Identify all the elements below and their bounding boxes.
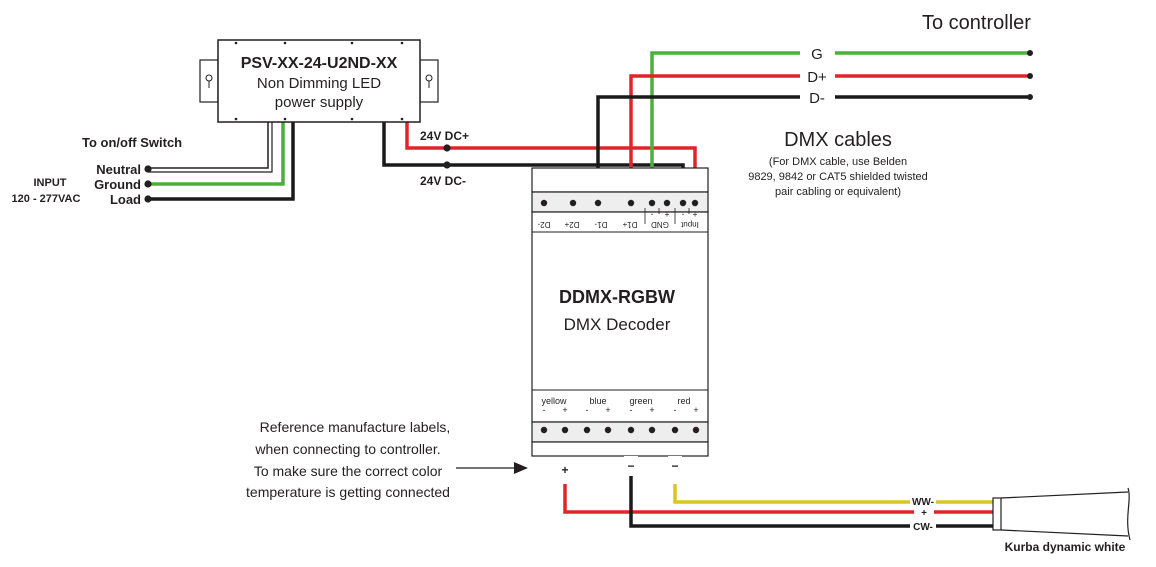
dmx-cables-title: DMX cables: [784, 129, 892, 151]
switch-label: To on/off Switch: [82, 135, 182, 150]
terminal-pin-input-minus: -: [681, 210, 684, 219]
ground-wire: [148, 122, 285, 186]
decoder-name: DMX Decoder: [564, 315, 671, 334]
power-supply-desc-line2: power supply: [275, 94, 364, 111]
dc-positive-label: 24V DC+: [420, 129, 469, 143]
channel-label-green: green: [629, 396, 652, 406]
ground-label: Ground: [94, 177, 141, 192]
svg-text:-: -: [586, 405, 589, 415]
fixture-ww-label: WW-: [912, 497, 934, 508]
controller-title: To controller: [922, 12, 1031, 34]
keyhole-icon: [205, 74, 213, 88]
load-label: Load: [110, 192, 141, 207]
terminal-label-d2-minus: D2-: [537, 220, 550, 229]
fixture: WW- + CW- Kurba dynamic white: [910, 487, 1131, 554]
neutral-label: Neutral: [96, 162, 141, 177]
terminal-pin-gnd-plus: +: [664, 210, 669, 219]
fixture-name: Kurba dynamic white: [1005, 540, 1126, 554]
terminal-pin-input-plus: +: [692, 210, 697, 219]
terminal-label-gnd: GND: [651, 220, 669, 229]
decoder-model: DDMX-RGBW: [559, 287, 675, 307]
power-supply-desc-line1: Non Dimming LED: [257, 75, 381, 92]
output-ww-wire: [673, 484, 993, 504]
output-plus-wire: [563, 484, 993, 514]
dmx-g-label: G: [811, 46, 823, 63]
dmx-decoder: D2- D2+ D1- D1+ GND Input - + - + DDMX-R…: [531, 167, 709, 457]
neutral-terminal: [144, 165, 152, 173]
terminal-label-d1-plus: D1+: [622, 220, 637, 229]
ground-terminal: [144, 180, 152, 188]
fixture-profile: [1000, 487, 1131, 541]
decoder-bottom-cap: [531, 441, 709, 457]
output-polarity-marks: + − −: [558, 456, 682, 480]
note-line3: To make sure the correct color: [254, 463, 443, 479]
dc-negative-label: 24V DC-: [420, 174, 466, 188]
fixture-plus-label: +: [921, 508, 927, 519]
power-supply: PSV-XX-24-U2ND-XX Non Dimming LED power …: [199, 39, 439, 123]
channel-polarity-marks: - + - + - + - +: [543, 405, 699, 415]
svg-text:-: -: [630, 405, 633, 415]
load-wire: [148, 122, 295, 201]
dmx-dplus-terminal: [1027, 73, 1033, 79]
channel-label-blue: blue: [589, 396, 606, 406]
note-line2: when connecting to controller.: [254, 441, 440, 457]
terminal-separators: [644, 208, 690, 224]
dmx-dplus-label: D+: [807, 69, 827, 86]
channel-label-yellow: yellow: [541, 396, 567, 406]
dmx-g-terminal: [1027, 50, 1033, 56]
svg-text:+: +: [562, 405, 567, 415]
fixture-connector-labels: WW- + CW-: [910, 494, 936, 533]
svg-text:+: +: [605, 405, 610, 415]
load-terminal: [144, 195, 152, 203]
decoder-body: [531, 211, 709, 423]
channel-label-red: red: [677, 396, 690, 406]
connection-note: Reference manufacture labels, when conne…: [246, 419, 528, 500]
input-label: INPUT: [34, 177, 67, 189]
svg-text:+: +: [693, 405, 698, 415]
output-minus-mark-cw: −: [627, 459, 634, 473]
keyhole-icon: [425, 74, 433, 88]
svg-text:+: +: [649, 405, 654, 415]
arrow-right-icon: [456, 462, 528, 474]
power-supply-body: [217, 39, 421, 123]
terminal-label-d1-minus: D1-: [594, 220, 607, 229]
decoder-top-screws: [540, 199, 699, 207]
decoder-bottom-terminal-strip: [531, 421, 709, 443]
fixture-end-cap: [992, 497, 1002, 531]
decoder-top-cap: [531, 167, 709, 193]
dmx-dminus-label: D-: [809, 90, 825, 107]
output-minus-mark-ww: −: [671, 459, 678, 473]
dc-negative-junction: [443, 161, 451, 169]
dc-labels: 24V DC+ 24V DC-: [420, 129, 469, 188]
power-supply-model: PSV-XX-24-U2ND-XX: [241, 55, 398, 72]
terminal-pin-gnd-minus: -: [650, 210, 653, 219]
terminal-label-input: Input: [680, 220, 699, 229]
decoder-bottom-screws: [540, 426, 700, 434]
dmx-cables-note-line3: pair cabling or equivalent): [775, 186, 901, 198]
dmx-cables-note-line1: (For DMX cable, use Belden: [769, 156, 907, 168]
dmx-dminus-terminal: [1027, 94, 1033, 100]
mains-labels: To on/off Switch INPUT 120 - 277VAC Neut…: [12, 135, 183, 207]
terminal-label-d2-plus: D2+: [564, 220, 579, 229]
fixture-cw-label: CW-: [913, 522, 933, 533]
dmx-dplus-wire: [629, 74, 1030, 203]
output-plus-mark: +: [561, 463, 568, 477]
power-supply-screws: [234, 41, 404, 121]
dc-positive-junction: [443, 144, 451, 152]
neutral-wire-outline: [148, 122, 273, 173]
dmx-g-wire: [650, 51, 1030, 203]
voltage-label: 120 - 277VAC: [12, 193, 81, 205]
note-line1: Reference manufacture labels,: [260, 419, 451, 435]
neutral-wire: [148, 122, 269, 169]
svg-text:-: -: [543, 405, 546, 415]
dmx-cables-note-line2: 9829, 9842 or CAT5 shielded twisted: [748, 171, 928, 183]
controller-labels: To controller G D+ D- DMX cables (For DM…: [748, 12, 1033, 198]
svg-text:-: -: [674, 405, 677, 415]
note-line4: temperature is getting connected: [246, 484, 450, 500]
